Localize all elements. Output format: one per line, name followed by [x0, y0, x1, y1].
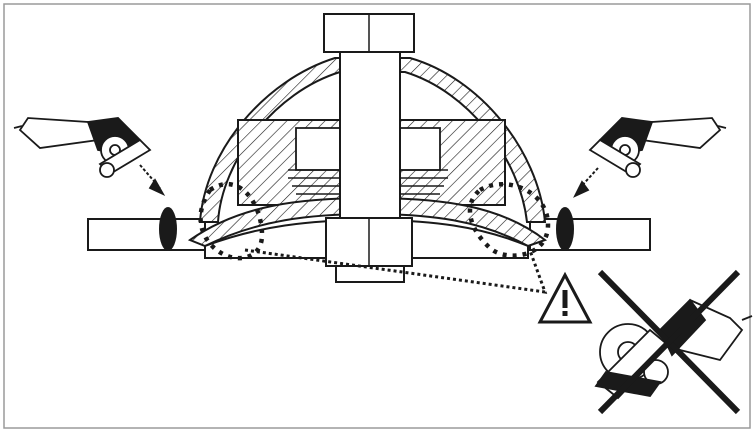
curved-plate	[187, 196, 548, 248]
no-cut-zones	[198, 181, 551, 261]
plate-left	[87, 218, 206, 251]
dome-shell	[198, 57, 547, 223]
cut-mark-right	[556, 207, 574, 251]
bolt-tip	[335, 265, 405, 283]
leader-line	[244, 244, 548, 294]
cut-mark-left	[159, 207, 177, 251]
no-cut-zone-left	[198, 181, 265, 261]
angle-grinder-icon	[594, 298, 753, 400]
cross-out-icon	[597, 269, 741, 415]
warning-triangle-icon	[537, 271, 593, 324]
angle-grinder-icon	[573, 117, 727, 198]
angle-grinder-icon	[13, 117, 166, 196]
no-cut-zone-right	[467, 181, 551, 258]
